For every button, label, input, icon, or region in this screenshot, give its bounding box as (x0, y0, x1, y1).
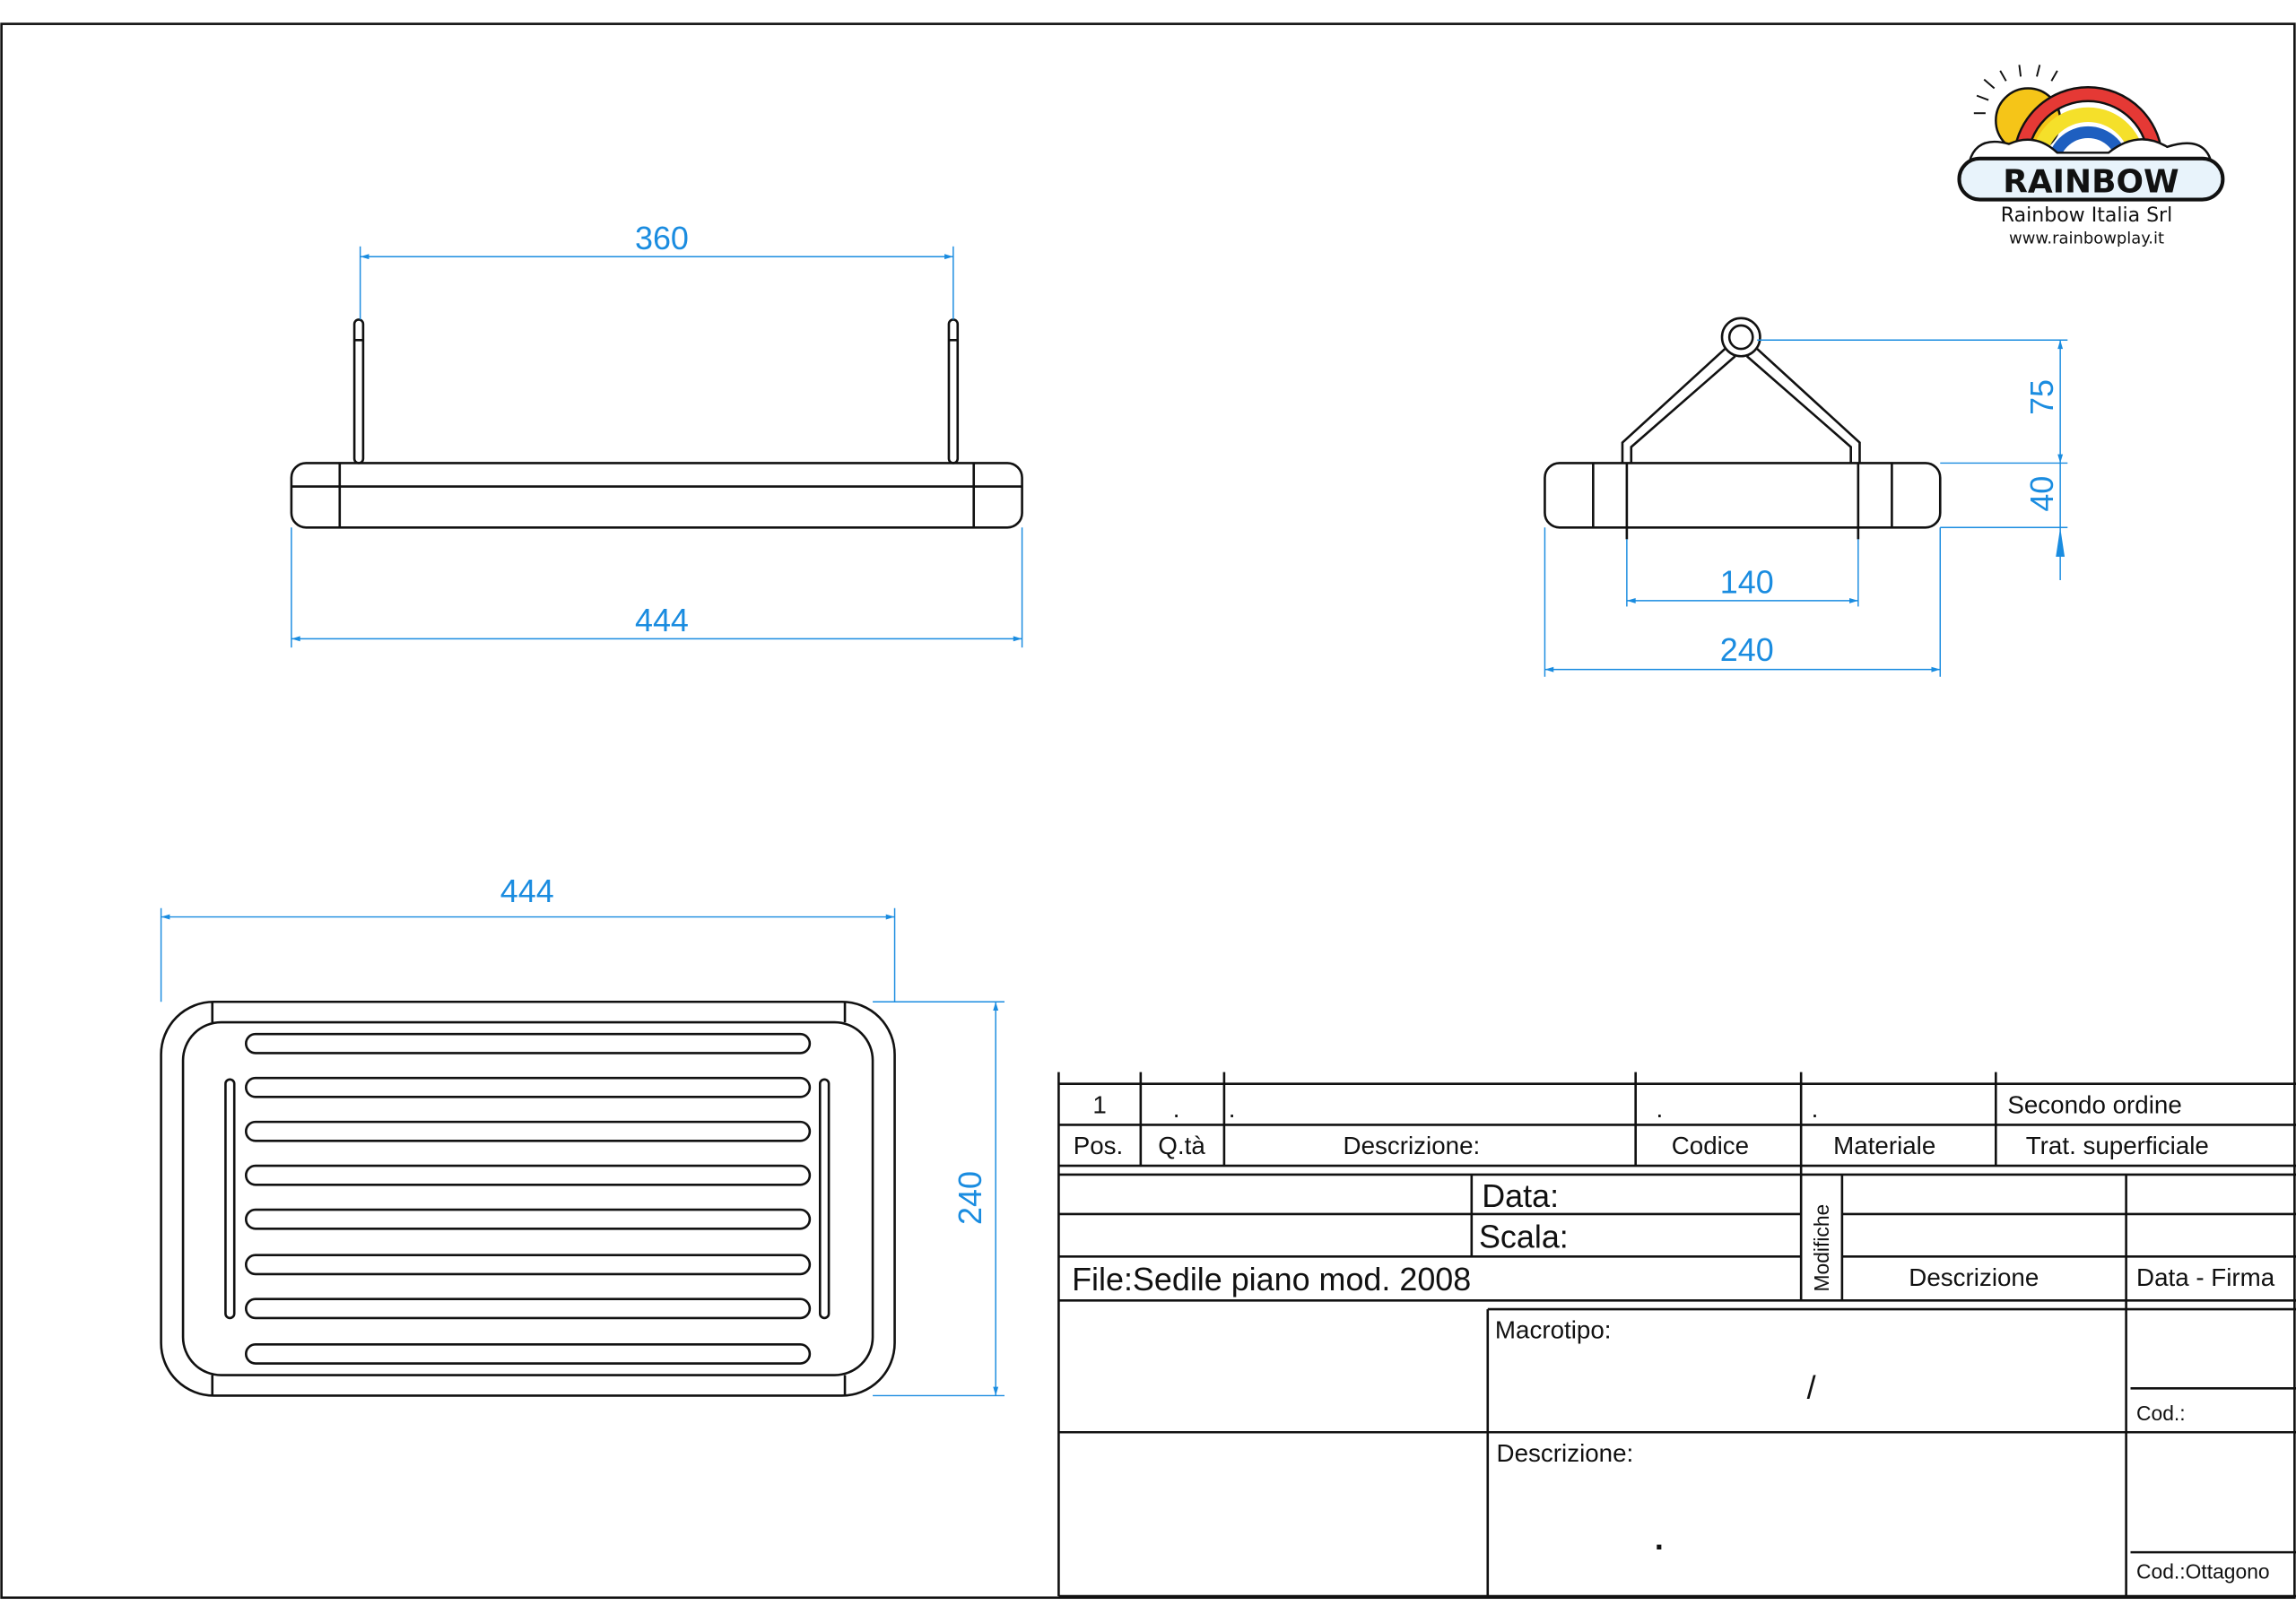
seat-slot (244, 1254, 812, 1276)
seat-slot (244, 1298, 812, 1320)
header-qty: Q.tà (1158, 1132, 1205, 1159)
rainbow-logo: RAINBOW Rainbow Italia Srl www.rainbowpl… (1957, 65, 2225, 248)
dim-side-depth: 240 (1720, 631, 1774, 668)
descrizione-label: Descrizione: (1497, 1439, 1634, 1467)
dim-front-rod-spacing: 360 (635, 220, 689, 256)
data-label: Data: (1482, 1177, 1559, 1214)
descrizione-value: . (1655, 1520, 1664, 1557)
logo-company: Rainbow Italia Srl (2001, 204, 2172, 227)
mod-data-firma: Data - Firma (2136, 1263, 2275, 1291)
header-codice: Codice (1672, 1132, 1749, 1159)
dim-top-width: 444 (500, 872, 554, 909)
row1-trattamento: Secondo ordine (2007, 1090, 2181, 1118)
row1-pos: 1 (1092, 1090, 1106, 1118)
header-materiale: Materiale (1833, 1132, 1935, 1159)
seat-slot (244, 1076, 812, 1098)
dim-front-width: 444 (635, 602, 689, 638)
scala-label: Scala: (1479, 1219, 1569, 1255)
macrotipo-value: / (1807, 1369, 1816, 1406)
cod-label: Cod.: (2136, 1402, 2186, 1425)
front-view: 360 444 (290, 220, 1023, 648)
dim-hanger-height: 75 (2023, 379, 2060, 415)
logo-brand: RAINBOW (2003, 163, 2179, 200)
sheet-border (0, 22, 2296, 1600)
row1-qty: . (1173, 1095, 1180, 1123)
modifiche-label: Modifiche (1810, 1204, 1833, 1292)
seat-slot (244, 1032, 812, 1055)
dim-top-depth: 240 (952, 1171, 988, 1225)
header-trattamento: Trat. superficiale (2026, 1132, 2209, 1159)
seat-slot (244, 1120, 812, 1142)
row1-codice: . (1657, 1095, 1664, 1123)
title-block: 1 . . . . Secondo ordine Pos. Q.tà Descr… (1057, 1072, 2296, 1598)
header-descrizione: Descrizione: (1344, 1132, 1481, 1159)
row1-materiale: . (1812, 1095, 1819, 1123)
logo-website: www.rainbowplay.it (2009, 230, 2164, 248)
file-name: File:Sedile piano mod. 2008 (1072, 1261, 1471, 1298)
mod-descrizione: Descrizione (1909, 1263, 2039, 1291)
row1-descrizione: . (1229, 1095, 1236, 1123)
seat-slot (244, 1208, 812, 1230)
seat-slot (244, 1164, 812, 1186)
header-pos: Pos. (1074, 1132, 1124, 1159)
seat-slot (244, 1342, 812, 1365)
side-view: 75 40 140 240 (1544, 317, 2068, 677)
dim-hanger-base: 140 (1720, 564, 1774, 601)
top-view: 444 240 (160, 872, 1004, 1397)
macrotipo-label: Macrotipo: (1495, 1316, 1612, 1344)
cod-ottagono: Cod.:Ottagono (2136, 1560, 2270, 1584)
dim-seat-height: 40 (2023, 476, 2060, 512)
